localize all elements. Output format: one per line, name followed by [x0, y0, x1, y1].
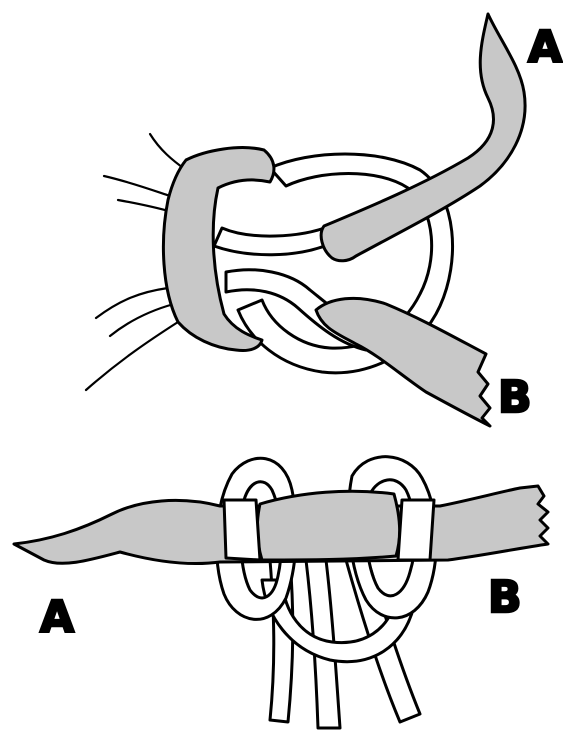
top-label-a: A — [528, 22, 562, 73]
bottom-knot-illustration: A B — [14, 457, 548, 728]
bottom-front-collar — [257, 491, 399, 560]
bottom-left-loop-front — [224, 500, 260, 560]
top-label-b: B — [498, 372, 532, 423]
bottom-label-a: A — [40, 592, 74, 643]
bottom-label-b: B — [488, 572, 522, 623]
top-strand-a — [321, 14, 525, 261]
bottom-right-loop-front — [398, 500, 434, 560]
top-knot-illustration: A B — [86, 14, 562, 426]
